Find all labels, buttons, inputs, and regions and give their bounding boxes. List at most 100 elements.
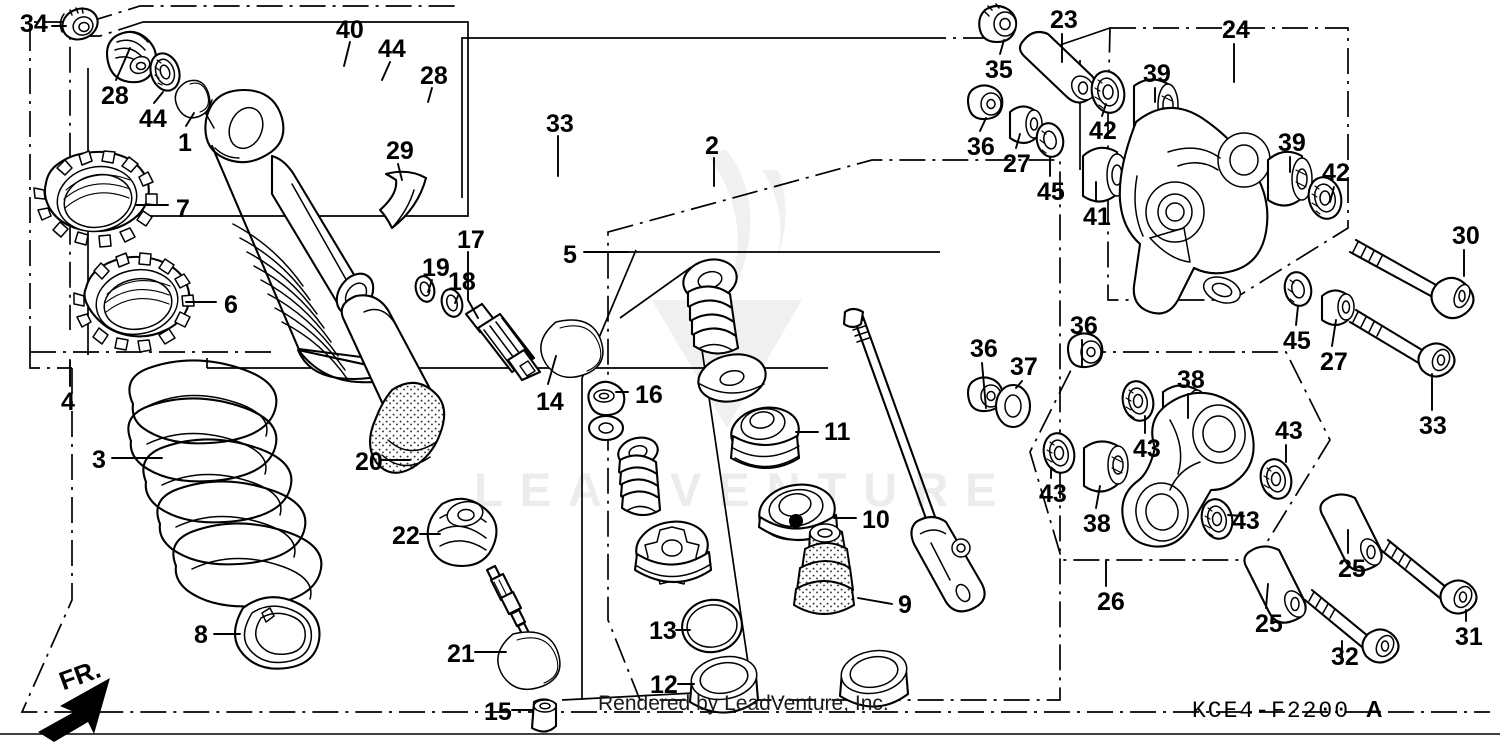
render-credit: Rendered by LeadVenture, Inc. [598, 692, 889, 715]
callout-28[interactable]: 28 [101, 82, 129, 110]
callout-41[interactable]: 41 [1083, 203, 1111, 231]
diagram-part-number: KCE4-F2200 A [1192, 696, 1382, 724]
front-direction-arrow [38, 678, 110, 742]
callout-39[interactable]: 39 [1278, 129, 1306, 157]
callout-35[interactable]: 35 [985, 56, 1013, 84]
callout-38[interactable]: 38 [1177, 366, 1205, 394]
part-22-bushing [426, 497, 498, 568]
callout-7[interactable]: 7 [176, 195, 190, 223]
callout-26[interactable]: 26 [1097, 588, 1125, 616]
damper-rod-clevis [842, 307, 986, 613]
part-29-stopper [378, 170, 428, 230]
part-21-circlip [497, 631, 561, 691]
part-45-washer-upper [1035, 122, 1065, 158]
part-24-knuckle [1118, 106, 1271, 315]
callout-3[interactable]: 3 [92, 446, 106, 474]
callout-44[interactable]: 44 [378, 35, 406, 63]
callout-36[interactable]: 36 [967, 133, 995, 161]
callout-32[interactable]: 32 [1331, 643, 1359, 671]
part-27-nut-right [1320, 289, 1355, 327]
callout-21[interactable]: 21 [447, 640, 475, 668]
part-38-collar-b [1082, 440, 1129, 493]
part-11-piston [729, 406, 801, 469]
callout-24[interactable]: 24 [1222, 16, 1250, 44]
part-16-washer [587, 414, 625, 442]
part-seal-right [838, 649, 910, 708]
callout-27[interactable]: 27 [1320, 348, 1348, 376]
part-39-collar-right [1266, 150, 1313, 207]
part-42-bearing-upper [1090, 70, 1126, 114]
callout-25[interactable]: 25 [1338, 555, 1366, 583]
part-14-circlip [540, 319, 604, 379]
callout-43[interactable]: 43 [1133, 435, 1161, 463]
part-44-bearing-left [149, 52, 181, 92]
shock-threads [232, 223, 349, 381]
callout-11[interactable]: 11 [824, 418, 851, 446]
callout-45[interactable]: 45 [1283, 327, 1311, 355]
callout-44[interactable]: 44 [139, 105, 167, 133]
callout-30[interactable]: 30 [1452, 222, 1480, 250]
callout-29[interactable]: 29 [386, 137, 414, 165]
callout-25[interactable]: 25 [1255, 610, 1283, 638]
callout-17[interactable]: 17 [457, 226, 485, 254]
callout-43[interactable]: 43 [1039, 480, 1067, 508]
callout-34[interactable]: 34 [20, 10, 48, 38]
callout-23[interactable]: 23 [1050, 6, 1078, 34]
callout-37[interactable]: 37 [1010, 353, 1038, 381]
part-30-bolt [1348, 238, 1475, 320]
part-26-connecting-rod [1121, 391, 1255, 548]
callout-42[interactable]: 42 [1089, 117, 1117, 145]
callout-42[interactable]: 42 [1322, 159, 1350, 187]
callout-27[interactable]: 27 [1003, 150, 1031, 178]
callout-2[interactable]: 2 [705, 132, 719, 160]
callout-33[interactable]: 33 [546, 110, 574, 138]
callout-18[interactable]: 18 [448, 268, 476, 296]
part-28-bushing-left [105, 30, 158, 84]
part-3-spring [127, 359, 323, 608]
callout-31[interactable]: 31 [1455, 623, 1483, 651]
part-5-cross-valve [633, 520, 713, 585]
callout-22[interactable]: 22 [392, 522, 420, 550]
callout-36[interactable]: 36 [970, 335, 998, 363]
callout-4[interactable]: 4 [61, 388, 75, 416]
part-27-nut-upper [1008, 105, 1043, 145]
callout-12[interactable]: 12 [650, 671, 678, 699]
part-9-bump-rubber [792, 523, 856, 615]
callout-20[interactable]: 20 [355, 448, 383, 476]
callout-19[interactable]: 19 [422, 254, 450, 282]
part-43-bearing-c [1259, 458, 1293, 500]
callout-16[interactable]: 16 [635, 381, 663, 409]
part-36-nut-upper [966, 84, 1004, 121]
callout-15[interactable]: 15 [484, 698, 512, 726]
callout-5[interactable]: 5 [563, 241, 577, 269]
callout-6[interactable]: 6 [224, 291, 238, 319]
callout-39[interactable]: 39 [1143, 60, 1171, 88]
callout-43[interactable]: 43 [1275, 417, 1303, 445]
part-7-lock-nut [33, 150, 158, 248]
part-15-plug [530, 698, 558, 733]
callout-36[interactable]: 36 [1070, 312, 1098, 340]
part-6-adjust-nut [73, 252, 195, 353]
callout-45[interactable]: 45 [1037, 178, 1065, 206]
callout-38[interactable]: 38 [1083, 510, 1111, 538]
callout-33[interactable]: 33 [1419, 412, 1447, 440]
callout-14[interactable]: 14 [536, 388, 564, 416]
callout-28[interactable]: 28 [420, 62, 448, 90]
part-43-bearing-d [1200, 498, 1234, 540]
part-number-suffix: A [1365, 696, 1383, 722]
callout-43[interactable]: 43 [1232, 507, 1260, 535]
part-35-nut [978, 3, 1018, 44]
callout-13[interactable]: 13 [649, 617, 677, 645]
part-number-base: KCE4-F2200 [1192, 698, 1351, 724]
part-25-collar-b [1243, 545, 1307, 624]
callout-1[interactable]: 1 [178, 129, 192, 157]
part-43-bearing-b [1042, 432, 1076, 474]
callout-9[interactable]: 9 [898, 591, 912, 619]
part-8-spring-seat [233, 596, 321, 670]
callout-40[interactable]: 40 [336, 16, 364, 44]
part-5-disc-valve [697, 353, 767, 403]
part-5-valve-spring-stack-lower [617, 436, 662, 517]
callout-8[interactable]: 8 [194, 621, 208, 649]
callout-10[interactable]: 10 [862, 506, 890, 534]
